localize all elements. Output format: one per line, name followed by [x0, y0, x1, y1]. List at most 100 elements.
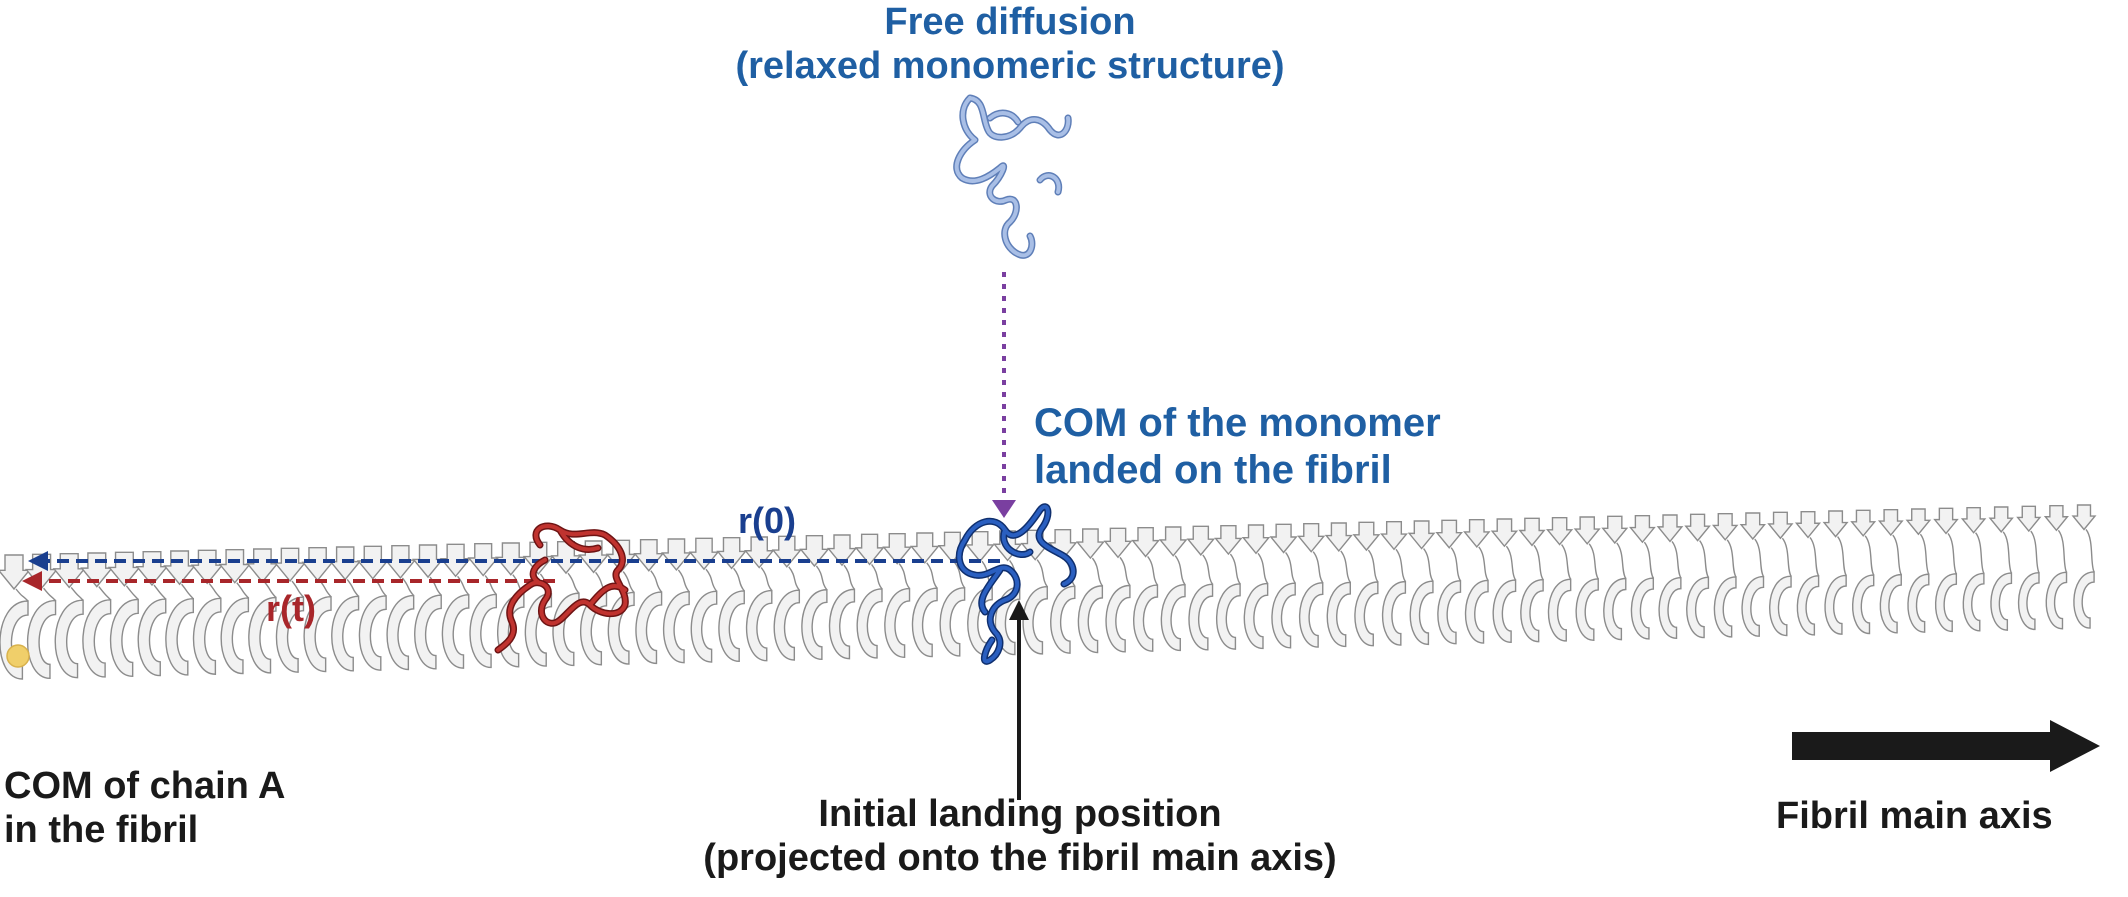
fibril-loop	[953, 561, 966, 589]
fibril-loop	[125, 585, 139, 600]
fibril-strand-upper	[273, 547, 307, 583]
fibril-loop	[760, 567, 773, 591]
fibril-loop	[1726, 539, 1737, 578]
fibril-strand-upper	[1822, 510, 1849, 538]
fibril-loop	[291, 580, 304, 598]
landed-monomer-coil	[955, 503, 1077, 665]
fibril-loop	[1643, 541, 1654, 579]
fibril-loop	[1202, 554, 1214, 585]
fibril-loop	[733, 567, 745, 592]
fibril-strand-lower	[109, 598, 139, 677]
fibril-loop	[1423, 548, 1434, 582]
com-monomer-line-1: COM of the monomer	[1034, 401, 1441, 445]
right-arrow-icon	[1792, 720, 2100, 772]
fibril-strand-upper	[1767, 511, 1794, 540]
fibril-strand-lower	[1934, 573, 1958, 633]
fibril-loop	[484, 575, 497, 595]
fibril-loop	[898, 563, 911, 590]
fibril-loop	[871, 563, 883, 590]
fibril-loop	[1119, 556, 1131, 586]
fibril-loop	[1864, 535, 1875, 576]
fibril-strand-lower	[192, 597, 222, 675]
com-chain-line-2: in the fibril	[4, 809, 199, 852]
fibril-loop	[1505, 545, 1517, 581]
fibril-loop	[236, 582, 249, 599]
fibril-strand-upper	[1324, 522, 1353, 553]
com-monomer-label: COM of the monomer landed on the fibril	[1034, 400, 1441, 494]
fibril-loop	[650, 570, 663, 593]
fibril-loop	[1975, 532, 1985, 574]
free-diffusion-label: Free diffusion (relaxed monomeric struct…	[640, 0, 1380, 89]
fibril-strand-lower	[579, 592, 608, 666]
fibril-strand-lower	[2045, 571, 2068, 630]
fibril-strand-upper	[1933, 507, 1959, 535]
fibril-loop	[1285, 552, 1296, 584]
landing-line-2: (projected onto the fibril main axis)	[703, 837, 1337, 880]
fibril-strand-upper	[1186, 525, 1216, 556]
fibril-strand-upper	[1601, 515, 1629, 545]
fibril-strand-lower	[414, 594, 442, 670]
fibril-strand-upper	[2016, 505, 2042, 533]
fibril-strand-lower	[635, 591, 663, 665]
fibril-loop	[1892, 534, 1902, 575]
fibril-strand-upper	[1103, 527, 1133, 559]
landing-pointer-head	[1009, 600, 1029, 620]
fibril-loop	[1395, 548, 1407, 583]
fibril-loop	[1919, 533, 1930, 575]
r0-label: r(0)	[738, 500, 797, 541]
fibril-strand-lower	[1630, 577, 1655, 640]
fibril-strand-upper	[1214, 524, 1243, 556]
fibril-strand-lower	[773, 589, 801, 661]
fibril-strand-lower	[1769, 575, 1792, 637]
fibril-strand-lower	[1160, 584, 1186, 652]
fibril-strand-upper	[1905, 508, 1932, 536]
fibril-strand-lower	[884, 587, 911, 658]
fibril-strand-lower	[1437, 580, 1462, 645]
fibril-strand-upper	[2043, 504, 2069, 532]
fibril-strand-lower	[1547, 578, 1572, 642]
fibril-strand-lower	[358, 595, 387, 671]
fibril-strand-lower	[54, 599, 84, 679]
fibril-loop	[1036, 559, 1048, 588]
fibril-loop	[1699, 540, 1710, 578]
fibril-loop	[1561, 544, 1572, 580]
fibril-strand-lower	[1298, 582, 1324, 648]
fibril-strand-lower	[1271, 582, 1296, 649]
fibril-strand-upper	[24, 553, 59, 590]
fibril-loop	[1671, 540, 1682, 579]
fibril-strand-lower	[1852, 574, 1875, 635]
fibril-strand-lower	[469, 593, 498, 669]
fibril-strand-upper	[1960, 506, 1987, 534]
fibril-strand-lower	[1464, 579, 1489, 644]
fibril-strand-upper	[909, 532, 940, 564]
fibril-strand-lower	[1686, 576, 1710, 639]
fibril-strand-lower	[248, 596, 277, 674]
fibril-loop	[2002, 531, 2013, 574]
fibril-strand-upper	[1988, 506, 2014, 533]
fibril-strand-lower	[1243, 582, 1269, 650]
fibril-strand-lower	[165, 597, 194, 676]
displaced-monomer-coil	[494, 522, 629, 654]
fibril-strand-lower	[386, 594, 415, 671]
fibril-loop	[567, 572, 580, 594]
fibril-strand-lower	[1409, 580, 1434, 646]
fibril-strand-lower	[856, 588, 883, 659]
fibril-loop	[622, 571, 635, 593]
fibril-loop	[1257, 552, 1269, 584]
fibril-strand-upper	[688, 537, 720, 571]
landing-line-1: Initial landing position	[818, 793, 1222, 835]
fibril-loop	[1588, 543, 1599, 580]
fibril-strand-upper	[1352, 521, 1381, 552]
fibril-strand-lower	[137, 598, 167, 677]
fibril-axis-label: Fibril main axis	[1776, 795, 2053, 837]
fibril-strand-upper	[660, 538, 692, 572]
fibril-loop	[1229, 553, 1241, 585]
fibril-strand-lower	[1133, 584, 1159, 652]
fibril-strand-upper	[965, 530, 995, 563]
fibril-strand-lower	[1381, 580, 1407, 646]
fibril-strand-upper	[439, 543, 472, 578]
fibril-strand-lower	[82, 599, 112, 678]
fibril-strand-lower	[1492, 579, 1517, 644]
fibril-strand-upper	[301, 546, 334, 582]
